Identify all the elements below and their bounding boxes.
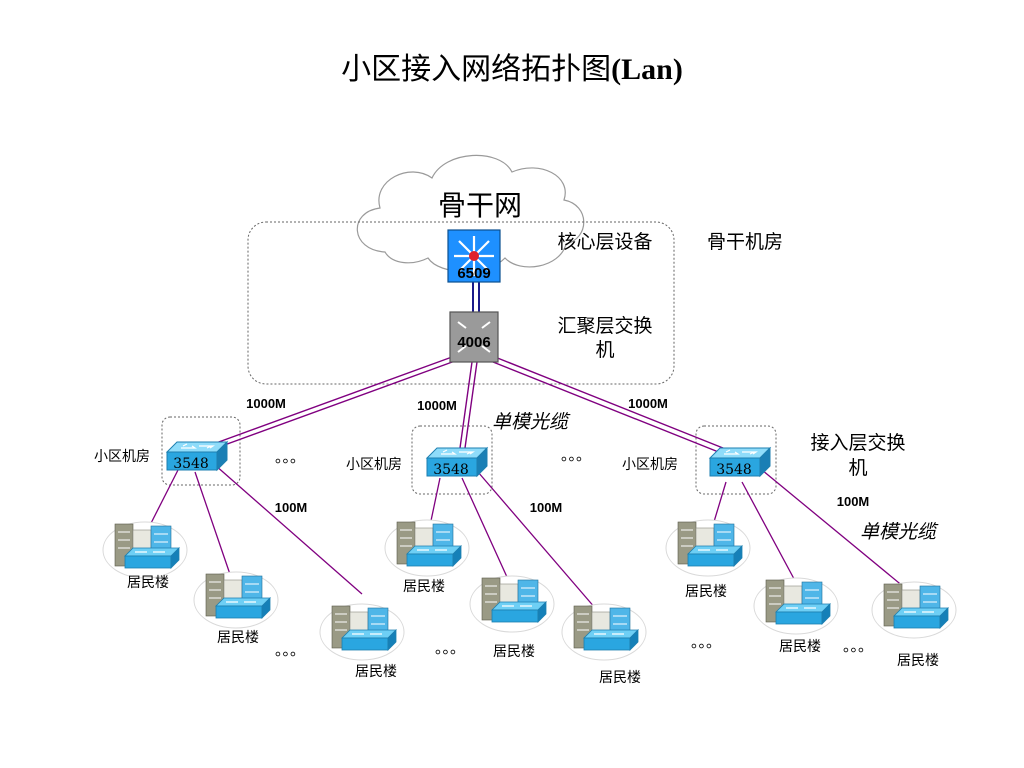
downlink-speed-center: 100M — [530, 500, 563, 515]
community-room-label-center: 小区机房 — [346, 457, 402, 473]
community-room-boundary-left — [161, 416, 241, 486]
building-label-4: 居民楼 — [403, 579, 445, 595]
uplink-speed-right: 1000M — [628, 396, 668, 411]
building-9 — [871, 581, 957, 639]
uplink-left — [204, 356, 456, 452]
core-switch-6509: 6509 — [447, 229, 501, 283]
building-6 — [561, 603, 647, 661]
community-room-label-left: 小区机房 — [94, 449, 150, 465]
uplink-speed-center: 1000M — [417, 398, 457, 413]
backbone-cloud: 骨干网 — [356, 154, 585, 273]
ellipsis-1: 。。。 — [275, 448, 305, 466]
building-5 — [469, 575, 555, 633]
core-layer-label: 核心层设备 — [557, 231, 652, 253]
access-switch-center-label: 3548 — [433, 462, 469, 478]
agg-layer-label-line1: 汇聚层交换 — [557, 315, 652, 337]
ellipsis-5: 。。。 — [691, 633, 721, 651]
community-room-boundary-center — [411, 425, 493, 495]
downlink-speed-right: 100M — [837, 494, 870, 509]
building-label-8: 居民楼 — [779, 639, 821, 655]
uplink-right — [492, 356, 734, 458]
access-switch-right-label: 3548 — [716, 462, 752, 478]
backbone-room-boundary — [247, 221, 675, 385]
downlinks — [144, 464, 911, 617]
agg-layer-label-line2: 机 — [595, 339, 614, 361]
building-label-1: 居民楼 — [127, 575, 169, 591]
core-switch-label: 6509 — [457, 265, 490, 282]
uplink-center — [459, 361, 478, 449]
core-agg-link — [472, 282, 480, 312]
ellipsis-4: 。。。 — [435, 639, 465, 657]
building-2 — [193, 571, 279, 629]
ellipsis-6: 。。。 — [843, 637, 873, 655]
building-4 — [384, 519, 470, 577]
uplink-speed-left: 1000M — [246, 396, 286, 411]
access-switch-right: 3548 — [709, 447, 771, 478]
title-main: 小区接入网络拓扑图 — [341, 52, 612, 87]
page-title: 小区接入网络拓扑图(Lan) — [0, 44, 1024, 88]
downlink-speed-left: 100M — [275, 500, 308, 515]
agg-switch-4006: 4006 — [449, 311, 499, 363]
building-label-3: 居民楼 — [355, 664, 397, 680]
access-switch-center: 3548 — [426, 447, 488, 478]
access-switch-left-label: 3548 — [173, 456, 209, 472]
cable-type-label-upper: 单模光缆 — [492, 411, 571, 433]
community-room-boundary-right — [695, 425, 777, 495]
building-label-6: 居民楼 — [599, 670, 641, 686]
building-8 — [753, 577, 839, 635]
building-label-9: 居民楼 — [897, 653, 939, 669]
building-label-7: 居民楼 — [685, 584, 727, 600]
building-1 — [102, 521, 188, 579]
access-layer-label-line1: 接入层交换 — [810, 432, 905, 454]
agg-switch-label: 4006 — [457, 334, 490, 351]
access-layer-label-line2: 机 — [848, 457, 867, 479]
access-switch-left: 3548 — [166, 441, 228, 472]
building-label-2: 居民楼 — [217, 630, 259, 646]
ellipsis-2: 。。。 — [561, 446, 591, 464]
cloud-label: 骨干网 — [438, 189, 522, 222]
backbone-room-label: 骨干机房 — [707, 231, 783, 253]
title-suffix: (Lan) — [611, 53, 683, 86]
community-room-label-right: 小区机房 — [622, 457, 678, 473]
building-label-5: 居民楼 — [493, 644, 535, 660]
cable-type-label-lower: 单模光缆 — [860, 521, 939, 543]
ellipsis-3: 。。。 — [275, 641, 305, 659]
building-3 — [319, 603, 405, 661]
building-7 — [665, 519, 751, 577]
